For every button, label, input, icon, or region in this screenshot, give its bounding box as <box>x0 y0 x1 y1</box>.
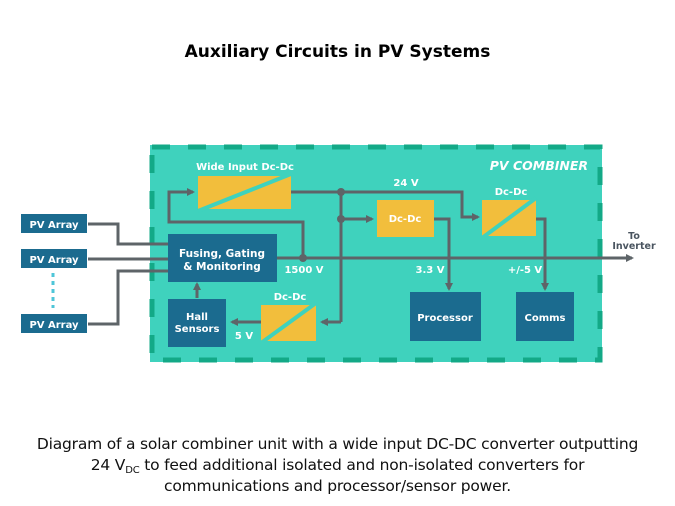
hall-sensors-block: Hall Sensors <box>168 299 226 347</box>
svg-text:Wide Input Dc-Dc: Wide Input Dc-Dc <box>196 162 294 173</box>
wire-3v3-to-processor <box>434 217 453 291</box>
voltage-label-pm5v: +/-5 V <box>508 265 543 276</box>
caption-line-3: communications and processor/sensor powe… <box>164 477 511 495</box>
converter-diagonal <box>259 301 318 345</box>
figure-caption: Diagram of a solar combiner unit with a … <box>0 434 675 497</box>
isolated-dcdc-converter-comms: Dc-Dc <box>480 187 538 240</box>
svg-text:Dc-Dc: Dc-Dc <box>495 187 528 198</box>
wire-pv-array-3 <box>88 269 168 326</box>
svg-text:Comms: Comms <box>524 313 565 324</box>
wire-24v-bus <box>291 190 480 221</box>
voltage-label-3v3: 3.3 V <box>416 265 445 276</box>
pv-array-label: PV Array <box>29 220 79 231</box>
comms-block: Comms <box>516 292 574 341</box>
wire-pv-array-1 <box>88 222 168 246</box>
voltage-label-1500v: 1500 V <box>284 265 323 276</box>
wire-pm5v-to-comms <box>536 217 549 291</box>
wire-to-wide-input <box>167 188 305 258</box>
converter-diagonal <box>197 172 292 213</box>
junction-dot <box>337 188 345 196</box>
pv-array-3: PV Array <box>21 314 87 333</box>
isolated-dcdc-converter-hall: Dc-Dc <box>259 292 318 345</box>
to-inverter-label: To Inverter <box>612 231 656 252</box>
pv-array-label: PV Array <box>29 255 79 266</box>
page-title: Auxiliary Circuits in PV Systems <box>184 42 491 62</box>
voltage-label-24v: 24 V <box>393 178 418 189</box>
pv-array-label: PV Array <box>29 320 79 331</box>
junctions <box>299 188 345 262</box>
nonisolated-dcdc-converter: Dc-Dc <box>377 200 434 237</box>
combiner-label: PV COMBINER <box>490 158 588 173</box>
junction-dot <box>337 215 345 223</box>
converter-diagonal <box>480 196 538 240</box>
svg-text:Inverter: Inverter <box>612 241 656 252</box>
svg-text:Fusing, Gating: Fusing, Gating <box>179 248 265 260</box>
processor-block: Processor <box>410 292 481 341</box>
caption-line-2: 24 VDC to feed additional isolated and n… <box>90 456 585 476</box>
pv-array-1: PV Array <box>21 214 87 233</box>
junction-dot <box>299 254 307 262</box>
caption-line-1: Diagram of a solar combiner unit with a … <box>36 435 639 453</box>
svg-text:To: To <box>628 231 640 242</box>
svg-text:& Monitoring: & Monitoring <box>183 261 261 273</box>
wires <box>88 188 634 326</box>
svg-text:Dc-Dc: Dc-Dc <box>389 214 422 225</box>
svg-text:Dc-Dc: Dc-Dc <box>274 292 307 303</box>
voltage-label-5v: 5 V <box>235 331 253 342</box>
svg-text:Processor: Processor <box>417 313 473 324</box>
wide-input-dcdc-converter: Wide Input Dc-Dc <box>196 162 294 213</box>
fusing-gating-monitoring-block: Fusing, Gating & Monitoring <box>168 234 277 282</box>
svg-text:Hall: Hall <box>186 312 208 323</box>
svg-text:Sensors: Sensors <box>175 324 220 335</box>
combiner-dashed-border <box>149 144 603 363</box>
pv-array-2: PV Array <box>21 249 87 268</box>
